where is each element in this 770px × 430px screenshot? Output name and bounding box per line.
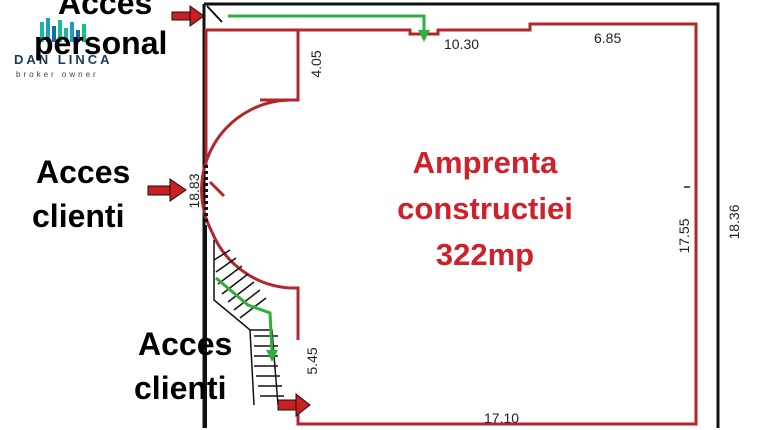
acces-clienti-bottom-line2: clienti <box>134 370 227 406</box>
door-swing <box>208 180 226 198</box>
arrow-acces-clienti-mid <box>147 178 187 202</box>
route-personal <box>228 14 426 32</box>
logo-bars-icon <box>40 18 86 42</box>
acces-clienti-mid-line1: Acces <box>36 154 131 190</box>
staircase <box>213 240 284 406</box>
arrow-acces-personal <box>171 5 205 27</box>
semicircle-bay <box>200 98 291 233</box>
dim-left-mid: 18.83 <box>186 173 202 209</box>
acces-personal-label-line2: personal <box>34 25 168 61</box>
semicircle-bay-lower <box>210 231 300 340</box>
route-personal-arrowhead <box>418 30 430 42</box>
dim-top-mid: 10.30 <box>444 36 480 52</box>
route-stairs <box>215 276 274 353</box>
entry-door-diagonal <box>206 5 223 23</box>
dim-left-lower: 5.45 <box>304 347 320 375</box>
logo-name: DAN LINCA <box>14 52 113 67</box>
dim-right-inner: 17.55 <box>676 218 692 254</box>
footprint-line1: Amprenta <box>412 145 558 180</box>
acces-clienti-mid-line2: clienti <box>32 198 125 234</box>
route-stairs-arrowhead <box>266 350 278 362</box>
dim-top-right: 6.85 <box>594 30 622 46</box>
building-footprint <box>206 22 698 426</box>
dim-left-upper: 4.05 <box>308 50 324 78</box>
dim-bottom: 17.10 <box>484 410 520 426</box>
acces-personal-label-line1: Acces <box>58 0 153 21</box>
acces-clienti-bottom-line1: Acces <box>138 326 233 362</box>
footprint-label: Amprenta constructiei 322mp <box>380 140 590 278</box>
dim-right-outer: 18.36 <box>726 204 742 240</box>
logo-subtitle: broker owner <box>16 70 99 79</box>
outer-outline <box>204 2 720 428</box>
footprint-line2: constructiei <box>397 191 573 226</box>
inner-wall-upper <box>260 30 300 102</box>
arrow-acces-clienti-bottom <box>277 392 311 418</box>
footprint-line3: 322mp <box>435 237 535 272</box>
